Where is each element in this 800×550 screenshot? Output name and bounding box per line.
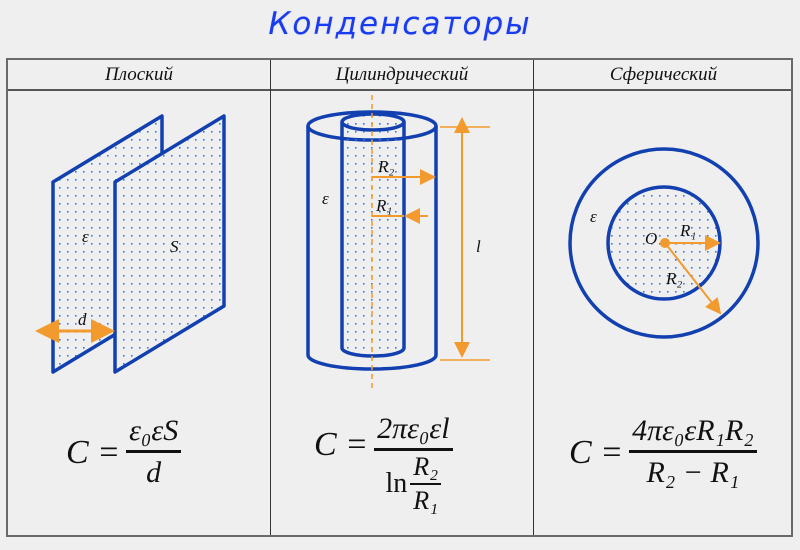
flat-formula: C = ε₀εS d	[66, 414, 182, 491]
formula-numerator: 4πε₀εR₁R₂	[632, 414, 754, 447]
ln-text: ln	[385, 468, 408, 499]
plate-front	[113, 114, 226, 374]
outer-sphere	[568, 147, 760, 339]
fraction-bar	[410, 483, 442, 485]
header-spherical: Сферический	[609, 64, 718, 85]
cylindrical-capacitor-diagram: ε R₂ R₁ l	[306, 95, 490, 388]
spherical-capacitor-diagram: ε O R₁ R₂	[568, 147, 760, 339]
formula-lhs: C =	[66, 433, 121, 471]
column-divider	[533, 60, 534, 535]
column-divider	[270, 60, 271, 535]
epsilon-label: ε	[322, 189, 329, 208]
formula-denominator: R₂ − R₁	[646, 456, 740, 489]
header-cylindrical: Цилиндрический	[335, 64, 469, 85]
capacitors-table: Плоский Цилиндрический Сферический	[6, 58, 793, 537]
center-label: O	[645, 229, 657, 248]
fraction-bar	[126, 450, 182, 453]
r1-label: R₁	[375, 196, 392, 215]
fraction-bar	[629, 450, 757, 453]
area-label: S	[170, 237, 179, 256]
formula-lhs: C =	[314, 426, 369, 463]
r2-label: R₂	[665, 269, 682, 288]
formula-numerator: ε₀εS	[129, 414, 179, 447]
length-label: l	[476, 237, 481, 256]
r2-label: R₂	[377, 157, 394, 176]
epsilon-label: ε	[590, 207, 597, 226]
fraction-bar	[374, 448, 453, 451]
header-flat: Плоский	[104, 64, 174, 85]
flat-capacitor-diagram: ε S d	[35, 114, 226, 374]
epsilon-label: ε	[82, 227, 89, 246]
r2-arrow	[664, 242, 722, 315]
ln-numerator: R₂	[413, 452, 439, 481]
formula-numerator: 2πε₀εl	[377, 412, 450, 445]
ln-denominator: R₁	[413, 486, 439, 515]
distance-label: d	[78, 310, 87, 329]
page-title: Конденсаторы	[268, 6, 532, 42]
spherical-formula: C = 4πε₀εR₁R₂ R₂ − R₁	[569, 414, 757, 491]
cylindrical-formula: C = 2πε₀εl ln R₂ R₁	[314, 412, 453, 515]
header-divider	[8, 89, 791, 91]
formula-lhs: C =	[569, 433, 624, 471]
r1-label: R₁	[679, 221, 696, 240]
formula-denominator: d	[146, 456, 162, 489]
